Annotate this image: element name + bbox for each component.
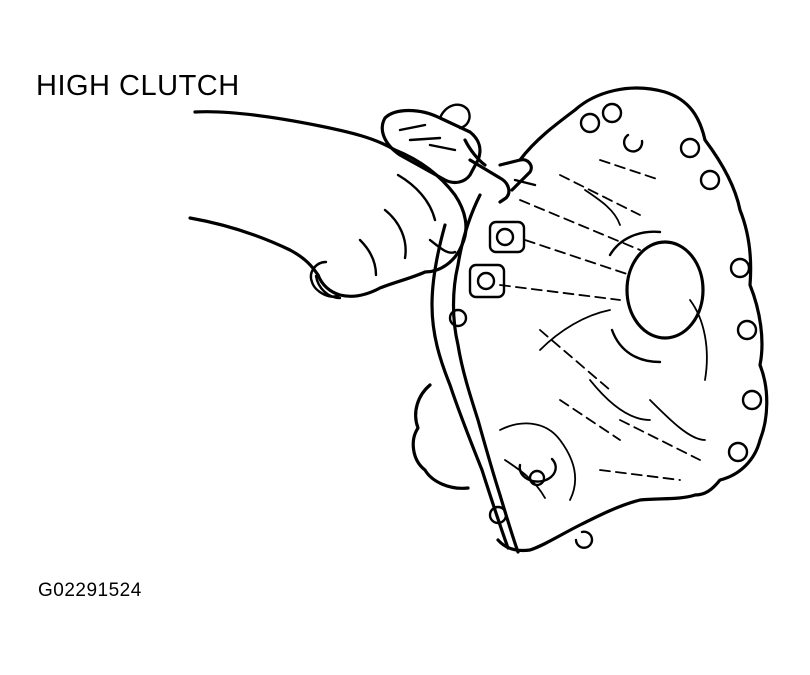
center-bore bbox=[625, 240, 705, 340]
housing-outer-outline bbox=[496, 86, 769, 553]
port bbox=[622, 133, 644, 153]
air-gun-hook bbox=[438, 103, 471, 130]
fluid-ports bbox=[468, 133, 644, 487]
bolt-hole bbox=[448, 308, 468, 328]
bolt-holes bbox=[448, 102, 763, 549]
sleeve-bottom bbox=[188, 216, 320, 277]
bolt-hole bbox=[679, 137, 701, 159]
finger-line bbox=[358, 238, 378, 277]
bolt-hole bbox=[699, 169, 721, 191]
finger-line bbox=[396, 173, 437, 222]
bolt-hole bbox=[601, 102, 623, 124]
bolt-hole bbox=[727, 441, 749, 463]
air-gun bbox=[380, 103, 537, 204]
transmission-housing bbox=[411, 86, 769, 554]
housing-lower-lobe bbox=[411, 383, 470, 490]
bolt-hole bbox=[574, 530, 594, 549]
hand-outline bbox=[316, 148, 468, 298]
port bbox=[518, 457, 557, 483]
bolt-hole bbox=[579, 112, 601, 134]
bolt-hole bbox=[729, 257, 751, 279]
nozzle-tip bbox=[498, 158, 533, 192]
thumb-tip bbox=[314, 274, 342, 300]
finger-line bbox=[383, 208, 407, 260]
bore-rim bbox=[610, 328, 662, 364]
hand-holding-air-gun bbox=[188, 110, 468, 300]
air-gun-grip-lines bbox=[398, 123, 457, 152]
bolt-hole bbox=[736, 319, 758, 341]
housing-left-flange bbox=[430, 223, 510, 550]
housing-ribs bbox=[499, 159, 708, 501]
port bbox=[468, 263, 506, 299]
housing-left-edge bbox=[451, 193, 520, 554]
port-hole bbox=[476, 271, 496, 291]
high-clutch-callout: HIGH CLUTCH bbox=[36, 70, 240, 102]
air-gun-nozzle bbox=[468, 158, 511, 204]
bolt-hole bbox=[741, 389, 763, 411]
sleeve-top bbox=[193, 110, 397, 152]
bore-rim bbox=[608, 230, 662, 257]
nozzle-end bbox=[513, 178, 537, 187]
housing-flange-edge bbox=[463, 138, 487, 167]
port-hole bbox=[528, 469, 546, 487]
figure-id-label: G02291524 bbox=[38, 580, 142, 601]
port-hole bbox=[495, 227, 515, 247]
port bbox=[488, 220, 526, 254]
housing-center-bore bbox=[608, 230, 705, 364]
bolt-hole bbox=[488, 505, 508, 525]
finger-line bbox=[428, 238, 457, 254]
